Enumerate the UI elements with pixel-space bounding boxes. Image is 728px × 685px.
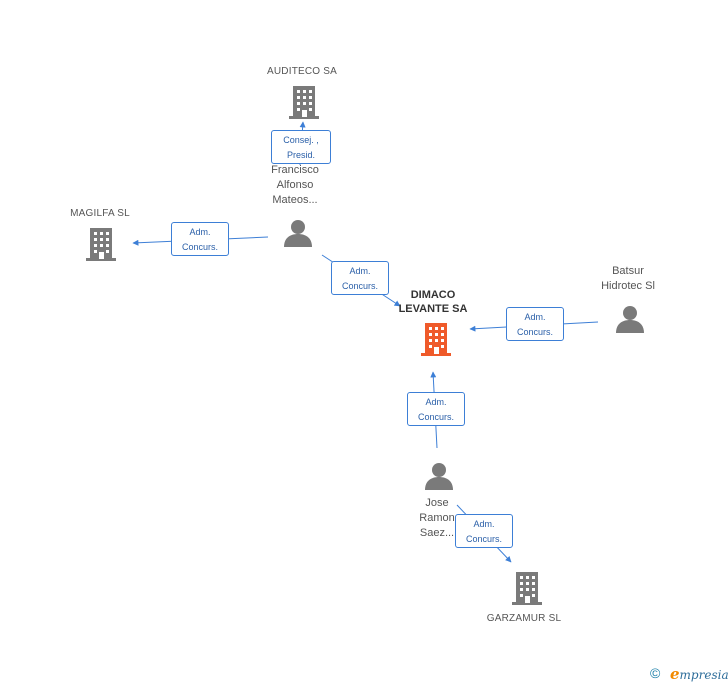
edge-lines <box>132 121 599 563</box>
person-icon-francisco <box>284 220 312 247</box>
edge-label-adm-concurs-batsur[interactable]: Adm. Concurs. <box>506 307 564 341</box>
edge-label-adm-concurs-magilfa[interactable]: Adm. Concurs. <box>171 222 229 256</box>
copyright-icon: © <box>650 665 661 681</box>
edge-label-adm-concurs-jose[interactable]: Adm. Concurs. <box>407 392 465 426</box>
building-icon-magilfa <box>86 228 116 261</box>
edge-label-consej-presid[interactable]: Consej. , Presid. <box>271 130 331 164</box>
person-icon-batsur <box>616 306 644 333</box>
node-label-francisco[interactable]: Francisco Alfonso Mateos... <box>271 164 319 206</box>
node-label-batsur[interactable]: Batsur Hidrotec Sl <box>601 265 655 292</box>
person-icon-jose <box>425 463 453 490</box>
node-label-jose[interactable]: Jose Ramon Saez... <box>419 497 455 539</box>
empresia-logo[interactable]: empresia <box>670 665 728 683</box>
edge-label-adm-concurs-dimaco-francisco[interactable]: Adm. Concurs. <box>331 261 389 295</box>
building-icon-dimaco-main <box>421 323 451 356</box>
edge-label-adm-concurs-garzamur[interactable]: Adm. Concurs. <box>455 514 513 548</box>
node-label-auditeco[interactable]: AUDITECO SA <box>267 66 337 77</box>
node-label-magilfa[interactable]: MAGILFA SL <box>70 208 130 219</box>
empresia-logo-initial: e <box>670 665 680 683</box>
building-icon-garzamur <box>512 572 542 605</box>
node-label-garzamur[interactable]: GARZAMUR SL <box>486 613 562 624</box>
building-icon-auditeco <box>289 86 319 119</box>
node-label-dimaco-main[interactable]: DIMACO LEVANTE SA <box>398 289 468 315</box>
empresia-logo-text: mpresia <box>679 668 728 682</box>
